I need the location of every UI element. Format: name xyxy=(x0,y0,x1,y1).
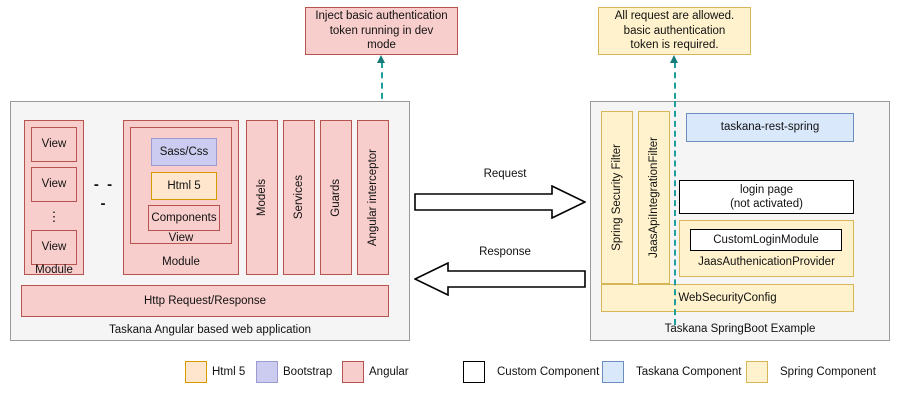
annotation-left-line-1: Inject basic authentication xyxy=(315,10,448,23)
annotation-right-line-3: token is required. xyxy=(630,39,719,52)
jaas-api-integration-filter: JaasApiIntegrationFilter xyxy=(638,111,670,284)
taskana-rest-spring-box: taskana-rest-spring xyxy=(686,113,854,142)
column-guards-label: Guards xyxy=(329,178,342,217)
legend-label-taskana-component: Taskana Component xyxy=(636,366,742,378)
legend-label-bootstrap: Bootstrap xyxy=(283,366,333,378)
custom-login-module-box: CustomLoginModule xyxy=(690,229,842,251)
jaas-authentication-provider-label: JaasAuthenicationProvider xyxy=(698,256,835,268)
column-services: Services xyxy=(283,120,315,275)
login-page-box: login page (not activated) xyxy=(679,180,854,214)
column-angular-interceptor: Angular interceptor xyxy=(357,120,389,275)
column-models-label: Models xyxy=(255,178,268,217)
column-angular-interceptor-label: Angular interceptor xyxy=(366,148,379,247)
module-b-label: Module xyxy=(162,256,200,268)
login-page-line-1: login page xyxy=(739,183,794,196)
module-b-view-label: View xyxy=(168,232,194,244)
module-b-sass-css-label: Sass/Css xyxy=(159,145,209,158)
legend-label-html5: Html 5 xyxy=(212,366,246,378)
connector-right-dashed-line-inner xyxy=(674,101,676,325)
legend-swatch-angular xyxy=(342,361,364,383)
right-panel-caption: Taskana SpringBoot Example xyxy=(664,323,816,335)
request-arrow-label: Request xyxy=(483,168,527,180)
annotation-right-note: All request are allowed. basic authentic… xyxy=(598,7,751,55)
modules-separator-label: - - - xyxy=(93,176,115,212)
response-arrow-label: Response xyxy=(479,246,531,258)
web-security-config-box: WebSecurityConfig xyxy=(601,284,854,312)
module-b-sass-css-box: Sass/Css xyxy=(151,138,217,166)
connector-left-arrowhead xyxy=(377,55,385,63)
module-a-view-2-label: View xyxy=(41,178,67,191)
annotation-right-line-1: All request are allowed. xyxy=(614,10,735,23)
custom-login-module-label: CustomLoginModule xyxy=(713,233,819,246)
column-services-label: Services xyxy=(292,175,305,220)
left-panel-caption: Taskana Angular based web application xyxy=(108,324,312,336)
connector-right-arrowhead xyxy=(670,55,678,63)
module-b-html5-box: Html 5 xyxy=(151,172,217,200)
taskana-rest-spring-label: taskana-rest-spring xyxy=(720,121,820,134)
legend-item-bootstrap: Bootstrap xyxy=(256,361,332,383)
annotation-left-line-2: token running in dev xyxy=(329,24,434,37)
legend-item-html5: Html 5 xyxy=(185,361,245,383)
module-a-view-3: View xyxy=(31,230,77,265)
module-b-html5-label: Html 5 xyxy=(167,179,201,192)
http-request-response-label: Http Request/Response xyxy=(143,294,267,307)
legend-item-custom-component: Custom Component xyxy=(463,361,599,383)
column-guards: Guards xyxy=(320,120,352,275)
modules-separator-dots: - - - xyxy=(88,176,120,212)
annotation-left-note: Inject basic authentication token runnin… xyxy=(305,7,458,55)
legend-label-custom-component: Custom Component xyxy=(497,366,600,378)
spring-security-filter: Spring Security Filter xyxy=(601,111,633,284)
legend-swatch-spring-component xyxy=(746,361,768,383)
module-a-label: Module xyxy=(35,264,73,276)
legend-label-spring-component: Spring Component xyxy=(780,366,876,378)
annotation-right-line-2: basic authentication xyxy=(623,24,726,37)
http-request-response-bar: Http Request/Response xyxy=(21,285,389,317)
column-models: Models xyxy=(246,120,278,275)
legend-item-taskana-component: Taskana Component xyxy=(602,361,741,383)
web-security-config-label: WebSecurityConfig xyxy=(678,291,777,304)
module-a-view-3-label: View xyxy=(41,241,67,254)
legend-swatch-custom-component xyxy=(463,361,485,383)
legend-item-spring-component: Spring Component xyxy=(746,361,876,383)
module-b-components-box: Components xyxy=(148,205,220,231)
spring-security-filter-label: Spring Security Filter xyxy=(610,144,623,251)
legend-label-angular: Angular xyxy=(369,366,409,378)
annotation-left-line-3: mode xyxy=(367,39,396,52)
legend-swatch-html5 xyxy=(185,361,207,383)
jaas-api-integration-filter-label: JaasApiIntegrationFilter xyxy=(647,137,660,258)
legend-swatch-bootstrap xyxy=(256,361,278,383)
legend-item-angular: Angular xyxy=(342,361,409,383)
login-page-line-2: (not activated) xyxy=(730,198,803,210)
module-a-view-1-label: View xyxy=(41,138,67,151)
response-arrow xyxy=(414,262,586,296)
module-a-view-1: View xyxy=(31,127,77,162)
request-arrow xyxy=(414,185,586,219)
module-b-components-label: Components xyxy=(151,211,217,224)
module-a-view-2: View xyxy=(31,167,77,202)
module-a-ellipsis-glyph: ⋮ xyxy=(47,208,61,224)
legend-swatch-taskana-component xyxy=(602,361,624,383)
module-a-ellipsis: ⋮ xyxy=(31,203,77,229)
